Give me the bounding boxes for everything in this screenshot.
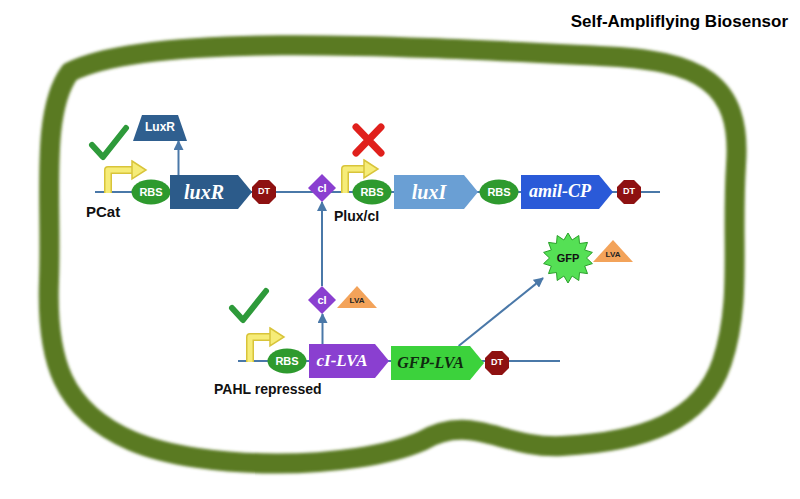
repressor-diamond: cI: [308, 174, 336, 202]
rbs-ellipse: RBS: [352, 179, 392, 205]
rbs-ellipse: RBS: [267, 348, 307, 374]
rbs-ellipse: RBS: [479, 179, 519, 205]
node-label: GFP: [557, 252, 580, 264]
gene-arrow: GFP-LVA: [391, 346, 484, 380]
shape-fill: [480, 180, 519, 205]
shape-fill: [133, 115, 187, 141]
check-mark: [92, 128, 126, 157]
promoter-arrowhead: [132, 161, 146, 179]
degradation-tag: LVA: [593, 240, 633, 262]
node-label: RBS: [275, 355, 298, 367]
node-label: luxR: [184, 181, 224, 203]
node-label: LVA: [606, 251, 621, 260]
promoter-arrowhead: [364, 160, 378, 178]
shape-fill: [544, 233, 593, 283]
degradation-tag: LVA: [337, 286, 377, 308]
node-label: RBS: [360, 186, 383, 198]
shape-fill: [521, 175, 613, 209]
promoter-label: PCat: [86, 203, 120, 220]
node-label: cI: [317, 294, 326, 306]
gene-arrow: luxI: [394, 175, 478, 209]
shape-fill: [268, 349, 307, 374]
rbs-ellipse: RBS: [131, 179, 171, 205]
diagram-title: Self-Ampliflying Biosensor: [571, 12, 788, 32]
shape-fill: [617, 180, 641, 204]
shape-fill: [309, 344, 389, 378]
node-label: DT: [623, 187, 635, 197]
shape-fill: [391, 346, 484, 380]
node-label: amil-CP: [529, 182, 591, 202]
shape-fill: [170, 175, 252, 209]
shape-fill: [252, 180, 276, 204]
promoter-arrow: [108, 170, 134, 193]
node-label: RBS: [487, 186, 510, 198]
shape-fill: [308, 174, 336, 202]
shape-fill: [394, 175, 478, 209]
gene-arrow: luxR: [170, 175, 252, 209]
gene-arrow: cI-LVA: [309, 344, 389, 378]
terminator-octagon: DT: [617, 180, 641, 204]
promoter-arrowhead: [270, 328, 284, 346]
node-label: GFP-LVA: [397, 354, 464, 372]
shape-fill: [485, 351, 509, 375]
shape-fill: [132, 180, 171, 205]
protein-shape: LuxR: [133, 115, 187, 141]
node-label: cI-LVA: [317, 352, 368, 371]
check-mark: [232, 291, 266, 320]
node-label: DT: [491, 358, 503, 368]
promoter-label: Plux/cI: [334, 208, 379, 224]
gene-arrow: amil-CP: [521, 175, 613, 209]
node-label: LuxR: [145, 121, 175, 134]
cell-outline: [49, 45, 737, 463]
expression-arrow: [322, 314, 324, 344]
node-label: cI: [317, 182, 326, 194]
promoter-arrow: [108, 170, 134, 193]
terminator-octagon: DT: [485, 351, 509, 375]
promoter-label: PAHL repressed: [214, 381, 322, 397]
expression-arrow: [178, 141, 180, 175]
shape-fill: [593, 240, 633, 262]
shape-fill: [353, 180, 392, 205]
node-label: luxI: [412, 181, 446, 203]
expression-arrow: [459, 278, 543, 346]
node-label: DT: [258, 187, 270, 197]
terminator-octagon: DT: [252, 180, 276, 204]
shape-fill: [308, 286, 336, 314]
gfp-starburst: GFP: [543, 233, 593, 283]
node-label: RBS: [139, 186, 162, 198]
repressor-diamond: cI: [308, 286, 336, 314]
expression-arrow: [321, 202, 323, 286]
shape-fill: [337, 286, 377, 308]
cross-mark: [356, 127, 381, 153]
node-label: LVA: [350, 297, 365, 306]
